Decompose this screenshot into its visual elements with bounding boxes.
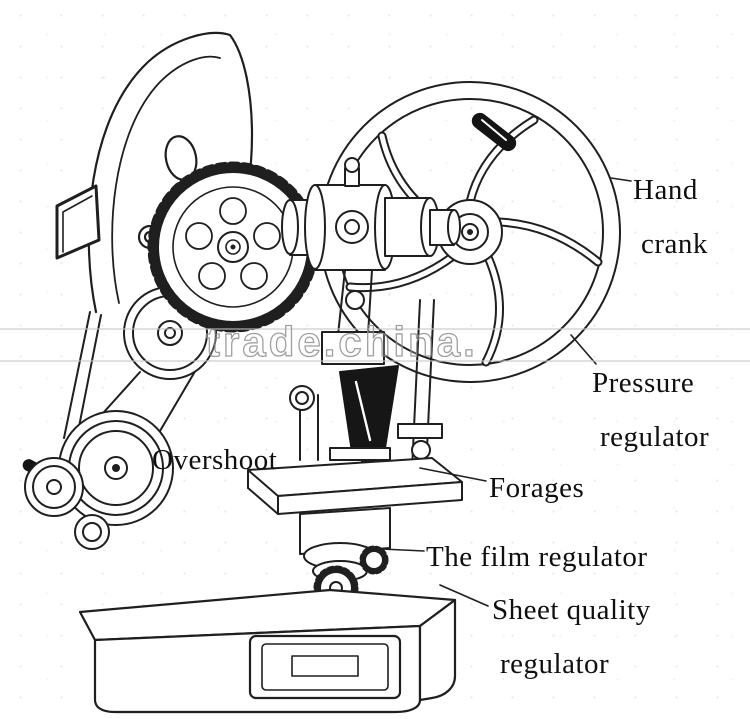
leader-forages xyxy=(419,467,487,482)
main-shaft-drawing xyxy=(281,157,461,336)
label-hand-crank-line1: Hand xyxy=(633,174,698,206)
label-forages-text: Forages xyxy=(489,472,585,504)
hand-crank-handle xyxy=(471,112,517,152)
leader-film-regulator xyxy=(381,548,425,552)
label-overshoot: Overshoot xyxy=(152,433,277,487)
label-sheet-quality-line1: Sheet quality xyxy=(492,594,651,626)
label-sheet-quality-regulator: Sheet quality regulator xyxy=(492,583,651,691)
flywheel-drawing xyxy=(319,81,621,383)
label-pressure-line2: regulator xyxy=(600,421,710,453)
label-film-regulator-text: The film regulator xyxy=(426,541,648,573)
label-hand-crank-line2: crank xyxy=(641,228,708,260)
leader-lines xyxy=(381,177,632,607)
watermark-band: trade.china. xyxy=(0,317,750,366)
label-sheet-quality-line2: regulator xyxy=(500,648,610,680)
label-pressure-line1: Pressure xyxy=(592,367,695,399)
watermark-text: trade.china. xyxy=(206,318,478,365)
label-hand-crank: Hand crank xyxy=(633,163,708,271)
label-overshoot-text: Overshoot xyxy=(152,444,278,476)
table-drawing xyxy=(247,447,463,617)
leader-hand-crank xyxy=(610,177,632,182)
base-drawing xyxy=(78,588,457,714)
label-film-regulator: The film regulator xyxy=(426,530,648,584)
leader-pressure-regulator xyxy=(570,334,597,365)
leader-sheet-quality xyxy=(439,584,489,607)
label-forages: Forages xyxy=(489,461,584,515)
label-pressure-regulator: Pressure regulator xyxy=(592,356,709,464)
belt-pulley-drawing xyxy=(22,286,217,550)
